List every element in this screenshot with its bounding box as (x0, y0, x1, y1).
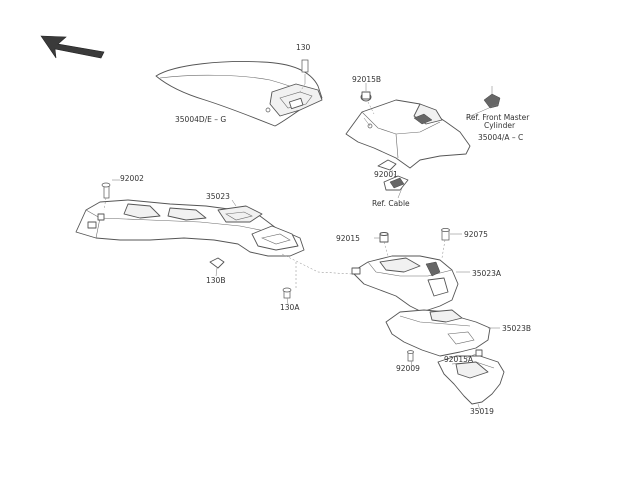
label-35023a: 35023A (472, 269, 502, 278)
grommet-92015b (360, 83, 375, 115)
label-92002: 92002 (120, 174, 144, 183)
label-130b: 130B (206, 276, 225, 285)
bolt-130a (282, 287, 292, 305)
label-92001: 92001 (374, 170, 398, 179)
bolt-92075 (441, 228, 462, 259)
label-35019: 35019 (470, 407, 494, 416)
clamp-92001 (377, 159, 409, 199)
screw-92009 (407, 350, 414, 367)
alignment-lines (281, 253, 353, 290)
label-35023b: 35023B (502, 324, 531, 333)
clip-130b (209, 257, 225, 277)
rear-fender-35023a (351, 255, 470, 313)
part-labels: 130 92015B 35004D/E – G Ref. Front Maste… (120, 43, 531, 416)
label-92015: 92015 (336, 234, 360, 243)
grommet-92015a (465, 349, 483, 359)
mudguard-35019 (437, 355, 505, 411)
label-35023: 35023 (206, 192, 230, 201)
label-92015b: 92015B (352, 75, 381, 84)
label-92009: 92009 (396, 364, 420, 373)
label-35004ac: 35004/A – C (478, 133, 523, 142)
tail-bracket-35023 (75, 179, 305, 257)
label-130: 130 (296, 43, 311, 52)
front-direction-arrow-icon (40, 35, 105, 59)
front-fender-rear-part (345, 99, 471, 169)
label-35004deg: 35004D/E – G (175, 115, 226, 124)
label-130a: 130A (280, 303, 300, 312)
front-fender-part (155, 59, 323, 127)
label-92015a: 92015A (444, 355, 474, 364)
grommet-92015 (374, 232, 389, 257)
label-ref-front-master-line1: Ref. Front Master (466, 113, 530, 122)
label-ref-front-master-line2: Cylinder (484, 121, 516, 130)
ref-front-master-cylinder-clip (465, 86, 501, 119)
label-ref-cable: Ref. Cable (372, 199, 410, 208)
label-92075: 92075 (464, 230, 488, 239)
rear-fender-35023b (385, 309, 500, 357)
